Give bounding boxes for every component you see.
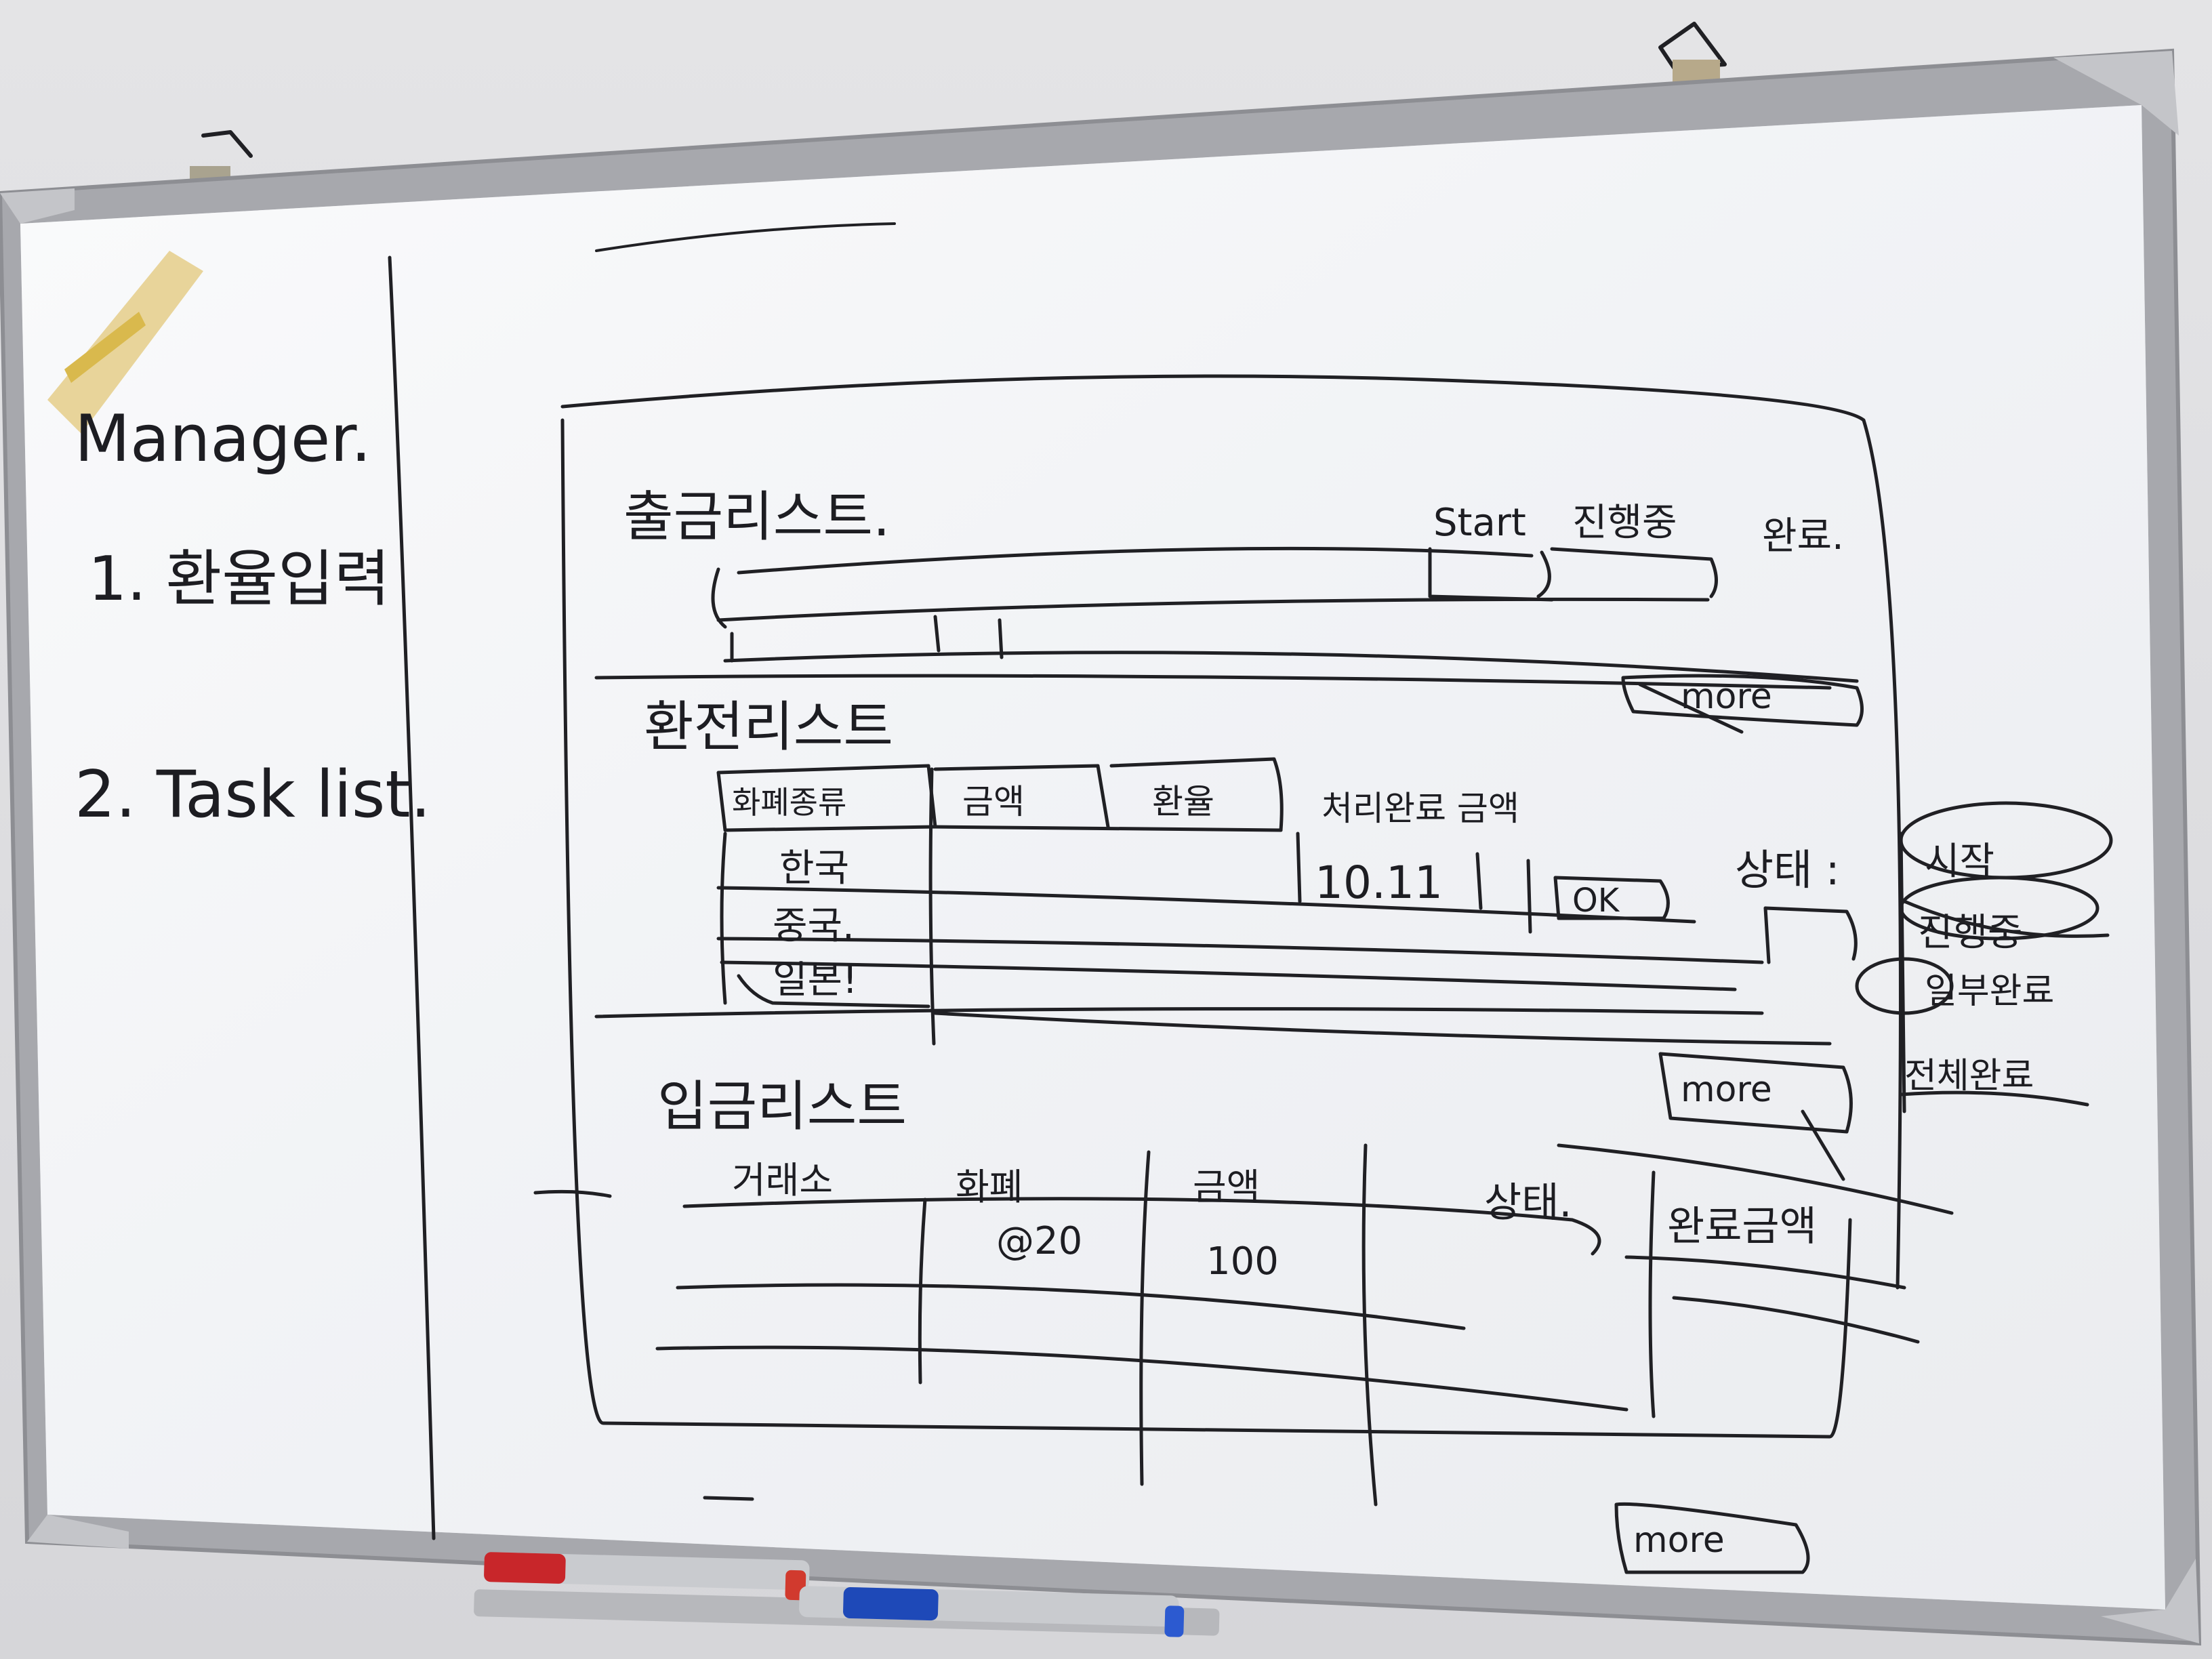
header-rate: 환율 bbox=[1152, 782, 1214, 821]
more-label-mid: more bbox=[1681, 1069, 1772, 1110]
section-deposit-list: 입금리스트 거래소 화폐 금액 상태. 완료금액 @20 100 more bbox=[533, 1075, 1954, 1574]
section-withdrawal-list: 출금리스트. Start 진행중 완료. more bbox=[594, 485, 1864, 734]
header-amount: 금액 bbox=[962, 782, 1025, 821]
header-processed-amount: 처리완료 금액 bbox=[1322, 789, 1519, 828]
section-title-deposit: 입금리스트 bbox=[657, 1075, 907, 1138]
ok-button[interactable]: OK bbox=[1553, 876, 1670, 920]
header-deposit-amount: 금액 bbox=[1193, 1166, 1260, 1208]
status-label: 상태 : bbox=[1735, 845, 1840, 895]
status-option-complete[interactable]: 전체완료 bbox=[1904, 1056, 2034, 1097]
status-start-label: Start bbox=[1433, 501, 1526, 545]
more-label-top: more bbox=[1681, 676, 1772, 717]
status-inprogress-label: 진행중 bbox=[1572, 501, 1677, 545]
more-button-mid[interactable]: more bbox=[1658, 1052, 1853, 1181]
sidebar-item-exchange-rate[interactable]: 1. 환율입력 bbox=[88, 544, 390, 615]
section-title-exchange: 환전리스트 bbox=[644, 695, 893, 758]
more-button-bottom[interactable]: more bbox=[1614, 1502, 1810, 1574]
header-currency: 화폐 bbox=[956, 1166, 1023, 1208]
amount-value: 10.11 bbox=[1315, 857, 1443, 909]
header-completed-amount: 완료금액 bbox=[1667, 1203, 1817, 1250]
sidebar: Manager. 1. 환율입력 2. Task list. bbox=[75, 402, 431, 832]
processed-amount-input[interactable]: 10.11 bbox=[1296, 832, 1532, 934]
header-currency-type: 화폐종류 bbox=[732, 784, 846, 821]
sticker-logo bbox=[47, 251, 203, 434]
status-option-inprogress[interactable]: 진행중 bbox=[1918, 911, 2023, 955]
row-japan: 일본! bbox=[773, 958, 858, 1002]
red-marker bbox=[484, 1552, 810, 1601]
row-china: 중국. bbox=[773, 904, 855, 948]
sidebar-item-task-list[interactable]: 2. Task list. bbox=[75, 758, 431, 832]
status-done-label: 완료. bbox=[1762, 514, 1844, 558]
section-title-withdrawal: 출금리스트. bbox=[623, 485, 890, 548]
status-option-partial[interactable]: 일부완료 bbox=[1925, 971, 2054, 1012]
section-exchange-list: 환전리스트 화폐종류 금액 환율 처리완료 금액 한국 중국. 일본! 10.1… bbox=[594, 695, 2113, 1181]
ok-button-label: OK bbox=[1572, 882, 1620, 920]
more-button-top[interactable]: more bbox=[1621, 674, 1864, 734]
cell-amount-value: 100 bbox=[1206, 1240, 1279, 1284]
header-status: 상태. bbox=[1484, 1179, 1572, 1227]
header-exchange: 거래소 bbox=[732, 1159, 833, 1202]
blue-marker bbox=[799, 1586, 1185, 1637]
row-korea: 한국 bbox=[779, 846, 849, 890]
status-dropdown[interactable]: 상태 : 시작 진행중 일부완료 전체완료 bbox=[1735, 801, 2113, 1113]
sidebar-title: Manager. bbox=[75, 402, 371, 476]
more-label-bottom: more bbox=[1633, 1520, 1725, 1561]
cell-currency-value: @20 bbox=[996, 1219, 1082, 1263]
frame-corners bbox=[0, 51, 2199, 1643]
progress-bar bbox=[1428, 547, 1718, 602]
